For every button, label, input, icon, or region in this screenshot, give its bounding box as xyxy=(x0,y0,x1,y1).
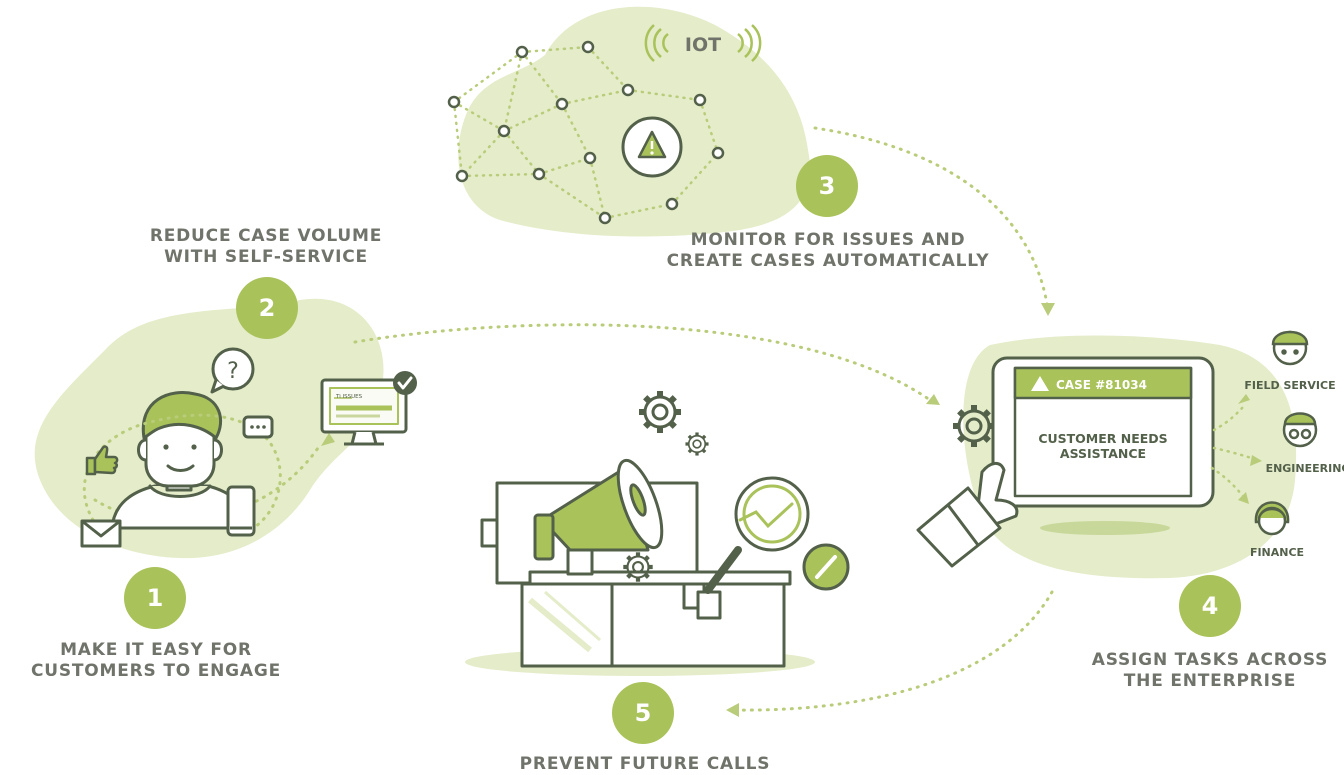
engineering-avatar xyxy=(1282,412,1318,448)
customer-illustration xyxy=(110,391,250,530)
step-1-line1: MAKE IT EASY FOR xyxy=(60,640,252,660)
magnifier-icon xyxy=(704,476,810,594)
monitor-screen-text: Ti ISSUES xyxy=(335,394,363,400)
chat-bubble-icon xyxy=(242,415,274,439)
step-1-caption: MAKE IT EASY FOR CUSTOMERS TO ENGAGE xyxy=(20,640,292,682)
arrow-3-to-4 xyxy=(813,126,1050,312)
arrow-4-to-5 xyxy=(733,590,1054,712)
question-bubble-icon: ? xyxy=(210,347,255,394)
arrow-heads xyxy=(321,303,1055,717)
hand-illustration xyxy=(916,462,1019,568)
step-4-badge: 4 xyxy=(1179,575,1241,637)
svg-text:?: ? xyxy=(227,359,239,384)
step-3-line2: CREATE CASES AUTOMATICALLY xyxy=(666,251,990,271)
step-5-badge: 5 xyxy=(612,682,674,744)
step-4-line2: THE ENTERPRISE xyxy=(1123,671,1297,691)
iot-network: IOT xyxy=(447,24,762,225)
step-2-badge: 2 xyxy=(236,277,298,339)
step-1-line2: CUSTOMERS TO ENGAGE xyxy=(30,661,282,681)
role-field-service: FIELD SERVICE xyxy=(1244,379,1335,392)
step-5-line1: PREVENT FUTURE CALLS xyxy=(519,754,771,774)
field-service-avatar xyxy=(1271,330,1309,366)
step-4-line1: ASSIGN TASKS ACROSS xyxy=(1091,650,1329,670)
step-2-caption: REDUCE CASE VOLUME WITH SELF-SERVICE xyxy=(130,226,402,268)
email-icon xyxy=(80,519,122,548)
gear-icon-large xyxy=(639,391,681,433)
case-id: CASE #81034 xyxy=(1056,378,1147,392)
step-3-caption: MONITOR FOR ISSUES AND CREATE CASES AUTO… xyxy=(650,230,1006,272)
step-5-caption: PREVENT FUTURE CALLS xyxy=(500,754,790,775)
tablet-shadow xyxy=(1040,521,1170,535)
wrench-icon xyxy=(802,543,850,591)
finance-avatar xyxy=(1254,501,1290,536)
megaphone-icon xyxy=(533,458,664,576)
gear-icon-small xyxy=(683,430,711,458)
iot-label: IOT xyxy=(685,34,721,56)
step-3-line1: MONITOR FOR ISSUES AND xyxy=(690,230,966,250)
monitor-icon xyxy=(320,378,408,446)
step-2-line1: REDUCE CASE VOLUME xyxy=(149,226,383,246)
step-3-badge: 3 xyxy=(796,155,858,217)
smartphone-icon xyxy=(226,485,256,537)
arrow-2-to-4 xyxy=(353,323,932,402)
check-badge-icon xyxy=(393,371,417,395)
step-2-line2: WITH SELF-SERVICE xyxy=(164,247,368,267)
case-message-line2: ASSISTANCE xyxy=(1060,446,1146,461)
step-1-badge: 1 xyxy=(124,567,186,629)
role-engineering: ENGINEERING xyxy=(1266,462,1344,475)
wireless-waves-icon xyxy=(644,24,762,62)
iot-blob xyxy=(458,6,810,237)
case-message-line1: CUSTOMER NEEDS xyxy=(1038,431,1167,446)
step-4-caption: ASSIGN TASKS ACROSS THE ENTERPRISE xyxy=(1082,650,1338,692)
case-warning-icon xyxy=(1031,376,1049,391)
thumbs-up-icon xyxy=(85,445,119,476)
role-finance: FINANCE xyxy=(1250,546,1304,559)
